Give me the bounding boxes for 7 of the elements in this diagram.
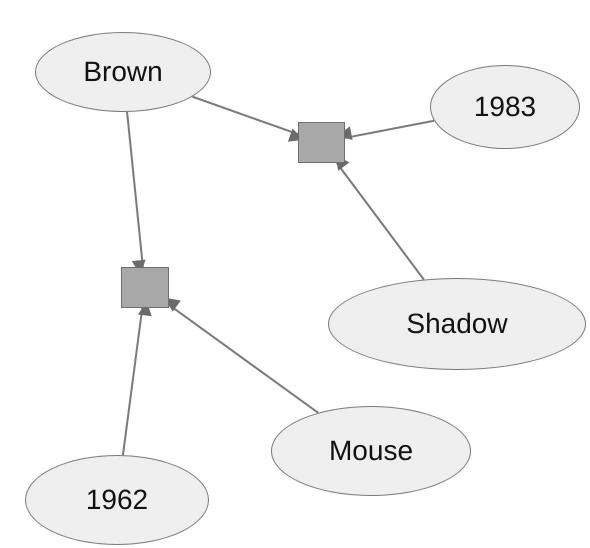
node-label: 1962: [86, 484, 148, 516]
node-label: 1983: [474, 91, 536, 123]
node-label: Brown: [83, 56, 163, 88]
node-label: Shadow: [406, 308, 508, 340]
junction-square: [298, 122, 345, 163]
node-label: Mouse: [328, 435, 414, 467]
junction-square: [121, 267, 169, 308]
